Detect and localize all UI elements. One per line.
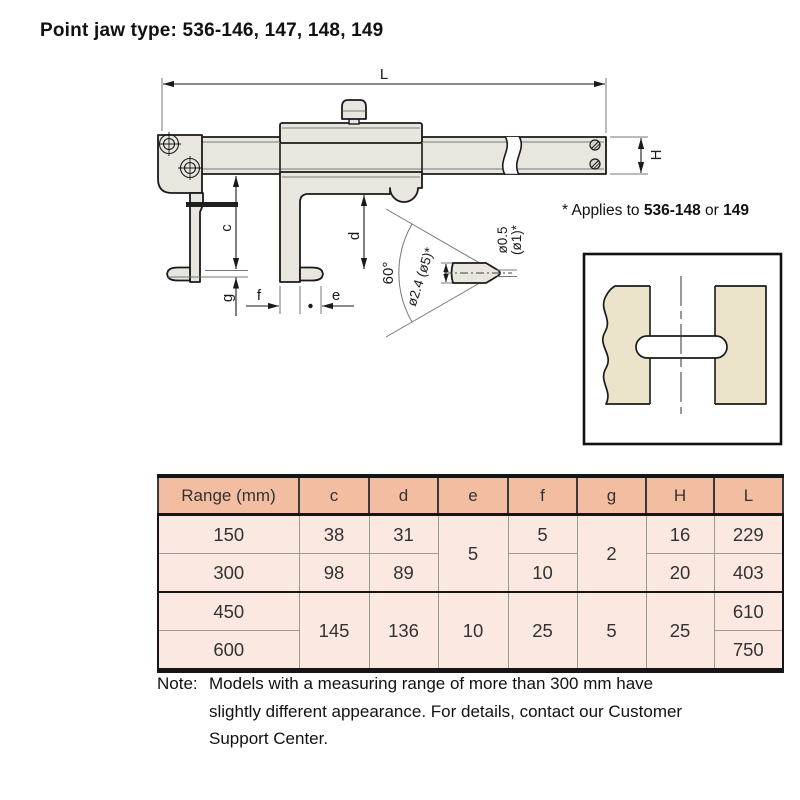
asterisk-note-model-2: 149 [723, 202, 750, 219]
caliper-technical-drawing: L H [157, 66, 783, 446]
cell-range-600: 600 [157, 630, 300, 671]
cell: 403 [713, 553, 784, 593]
cell-merged: 25 [507, 591, 578, 671]
angle-label: 60° [380, 262, 397, 285]
footnote: Note: Models with a measuring range of m… [157, 670, 769, 753]
table-row-600: 600 750 [157, 630, 784, 671]
slider [279, 99, 423, 283]
fixed-head [157, 132, 203, 194]
asterisk-note: * Applies to 536-148 or 149 [562, 202, 749, 220]
cell-merged: 5 [576, 591, 647, 671]
footnote-line: Models with a measuring range of more th… [209, 674, 654, 693]
beam-end-screw-top [589, 139, 601, 151]
beam-end-screw-bottom [589, 158, 601, 170]
moving-jaw-point [299, 266, 324, 282]
dim-label-g: g [219, 294, 236, 302]
slider-lower-bar [279, 171, 423, 283]
fixed-blade-clamp [186, 202, 238, 207]
cell-merged: 136 [368, 591, 439, 671]
table-row-300: 300 98 89 10 20 403 [157, 553, 784, 593]
dim-label-f: f [257, 287, 262, 304]
cell-range-300: 300 [157, 553, 300, 593]
asterisk-note-or: or [700, 202, 724, 219]
spec-table: Range (mm) c d e f g H L 150 38 31 5 5 2… [157, 474, 784, 673]
tip-diameter-label-2: (ø1)* [509, 224, 524, 255]
jaw-dimensions: c d g f e [168, 176, 368, 316]
dimension-L: L [161, 66, 607, 133]
cell-range-150: 150 [157, 514, 300, 554]
tip-diameter-label-1: ø0.5 [495, 226, 510, 253]
dim-label-c: c [218, 224, 235, 232]
cell-merged: 25 [645, 591, 715, 671]
cell: 89 [368, 553, 439, 593]
cell-merged: 5 [437, 514, 509, 593]
asterisk-note-prefix: * Applies to [562, 202, 644, 219]
dim-label-L: L [380, 66, 388, 83]
head-screw-1 [157, 132, 181, 156]
slider-clamp-bar [279, 122, 423, 144]
cell: 610 [713, 591, 784, 631]
cell: 229 [713, 514, 784, 554]
cell-merged: 145 [298, 591, 370, 671]
page-title: Point jaw type: 536-146, 147, 148, 149 [40, 20, 384, 41]
fixed-jaw-point [166, 266, 191, 282]
head-screw-2 [178, 156, 202, 180]
cross-section-detail-box [582, 252, 783, 446]
dim-label-H: H [648, 150, 665, 161]
point-tip-detail: 60° ø2.4 (ø5)* ø0.5 (ø1)* [380, 208, 524, 338]
cell-merged: 10 [437, 591, 509, 671]
col-header-c: c [298, 475, 370, 516]
col-header-g: g [576, 475, 647, 516]
dim-label-d: d [346, 232, 363, 240]
table-row-150: 150 38 31 5 5 2 16 229 [157, 514, 784, 593]
thumb-screw [341, 99, 367, 125]
footnote-line: Support Center. [209, 729, 329, 749]
cell-range-450: 450 [157, 591, 300, 631]
cell-merged: 2 [576, 514, 647, 593]
col-header-H: H [645, 475, 715, 516]
fixed-jaw [166, 192, 238, 283]
cell: 5 [507, 514, 578, 554]
col-header-e: e [437, 475, 509, 516]
cell: 20 [645, 553, 715, 593]
dimension-H: H [610, 136, 665, 175]
dim-dot [308, 303, 313, 309]
cone-diameter-label: ø2.4 (ø5)* [404, 245, 437, 308]
cell: 10 [507, 553, 578, 593]
col-header-L: L [713, 475, 784, 516]
col-header-range: Range (mm) [157, 475, 300, 516]
col-header-d: d [368, 475, 439, 516]
asterisk-note-model-1: 536-148 [643, 202, 701, 219]
footnote-text: Models with a measuring range of more th… [209, 670, 769, 753]
table-row-450: 450 145 136 10 25 5 25 610 [157, 591, 784, 671]
cell: 750 [713, 630, 784, 671]
cell: 16 [645, 514, 715, 554]
cell: 98 [298, 553, 370, 593]
cell: 38 [298, 514, 370, 554]
col-header-f: f [507, 475, 578, 516]
dim-label-e: e [332, 287, 340, 304]
footnote-line: slightly different appearance. For detai… [209, 701, 683, 721]
footnote-label: Note: [157, 674, 198, 693]
header-row: Range (mm) c d e f g H L [157, 475, 784, 516]
cell: 31 [368, 514, 439, 554]
